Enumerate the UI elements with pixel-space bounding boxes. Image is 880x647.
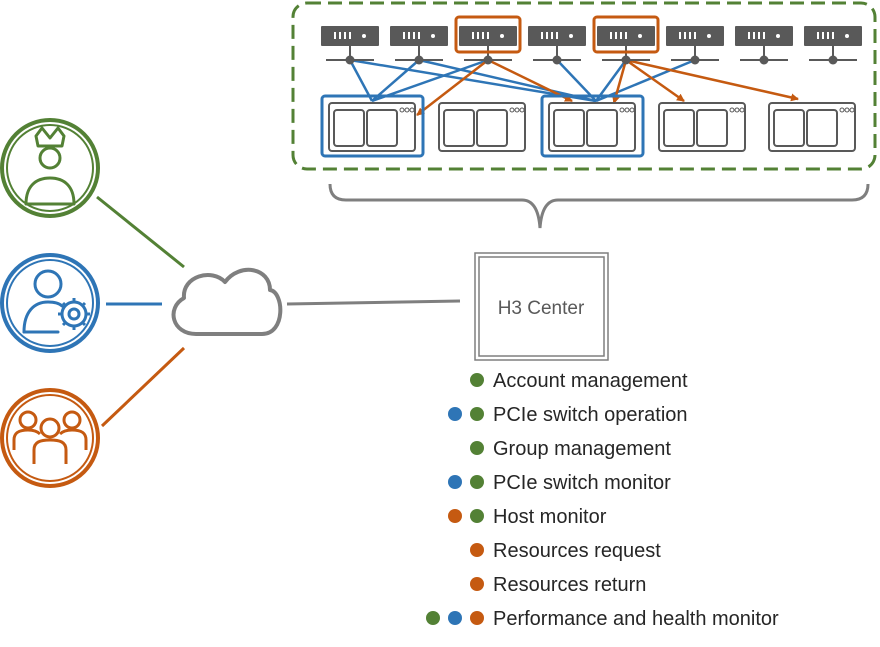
feature-label: Performance and health monitor bbox=[493, 608, 779, 630]
feature-item: PCIe switch monitor bbox=[448, 472, 671, 494]
server-highlight bbox=[592, 15, 660, 54]
switch-row bbox=[320, 94, 856, 158]
h3-center-label: H3 Center bbox=[498, 298, 585, 319]
feature-item: PCIe switch operation bbox=[448, 404, 688, 426]
server-row bbox=[320, 15, 863, 66]
server-icon bbox=[527, 25, 587, 66]
feature-label: PCIe switch operation bbox=[493, 404, 688, 426]
rack-frame bbox=[291, 1, 877, 171]
user-role-dot bbox=[470, 543, 484, 557]
server-icon bbox=[389, 25, 449, 66]
crown-icon bbox=[34, 126, 66, 148]
feature-label: Resources return bbox=[493, 574, 646, 596]
user-role-dot bbox=[470, 577, 484, 591]
pcie-switch-icon bbox=[548, 102, 636, 152]
server-highlight bbox=[454, 15, 522, 54]
cloud-icon bbox=[171, 267, 283, 336]
user-role-dot bbox=[470, 611, 484, 625]
user-link-line bbox=[100, 346, 186, 428]
feature-item: Resources return bbox=[470, 574, 646, 596]
server-icon bbox=[596, 25, 656, 66]
admin-role-dot bbox=[470, 475, 484, 489]
operator-role-icon bbox=[0, 253, 100, 353]
pcie-switch-icon bbox=[328, 102, 416, 152]
user-role-dot bbox=[448, 509, 462, 523]
user-group-role-icon bbox=[0, 388, 100, 488]
grouping-brace bbox=[328, 183, 870, 229]
server-icon bbox=[665, 25, 725, 66]
admin-role-dot bbox=[470, 509, 484, 523]
operator-role-dot bbox=[448, 611, 462, 625]
operator-role-dot bbox=[448, 475, 462, 489]
server-icon bbox=[803, 25, 863, 66]
operator-role-dot bbox=[448, 407, 462, 421]
feature-label: Resources request bbox=[493, 540, 661, 562]
feature-label: PCIe switch monitor bbox=[493, 472, 671, 494]
pcie-switch-icon bbox=[658, 102, 746, 152]
switch-highlight bbox=[540, 94, 645, 158]
feature-label: Host monitor bbox=[493, 506, 607, 528]
switch-highlight bbox=[320, 94, 425, 158]
feature-item: Group management bbox=[470, 438, 671, 460]
server-icon bbox=[734, 25, 794, 66]
server-icon bbox=[458, 25, 518, 66]
feature-item: Performance and health monitor bbox=[426, 608, 779, 630]
admin-role-dot bbox=[470, 373, 484, 387]
feature-item: Host monitor bbox=[448, 506, 607, 528]
gear-icon bbox=[58, 298, 90, 330]
pcie-switch-icon bbox=[768, 102, 856, 152]
admin-role-dot bbox=[426, 611, 440, 625]
admin-link-line bbox=[96, 195, 185, 269]
server-icon bbox=[320, 25, 380, 66]
feature-label: Group management bbox=[493, 438, 671, 460]
feature-item: Resources request bbox=[470, 540, 661, 562]
feature-item: Account management bbox=[470, 370, 688, 392]
admin-role-dot bbox=[470, 441, 484, 455]
connection-lines bbox=[348, 58, 799, 116]
admin-role-icon bbox=[0, 118, 100, 218]
admin-role-dot bbox=[470, 407, 484, 421]
h3-center-box: H3 Center bbox=[474, 252, 609, 361]
pcie-switch-icon bbox=[438, 102, 526, 152]
cloud-to-center-line bbox=[286, 299, 461, 306]
feature-label: Account management bbox=[493, 370, 688, 392]
